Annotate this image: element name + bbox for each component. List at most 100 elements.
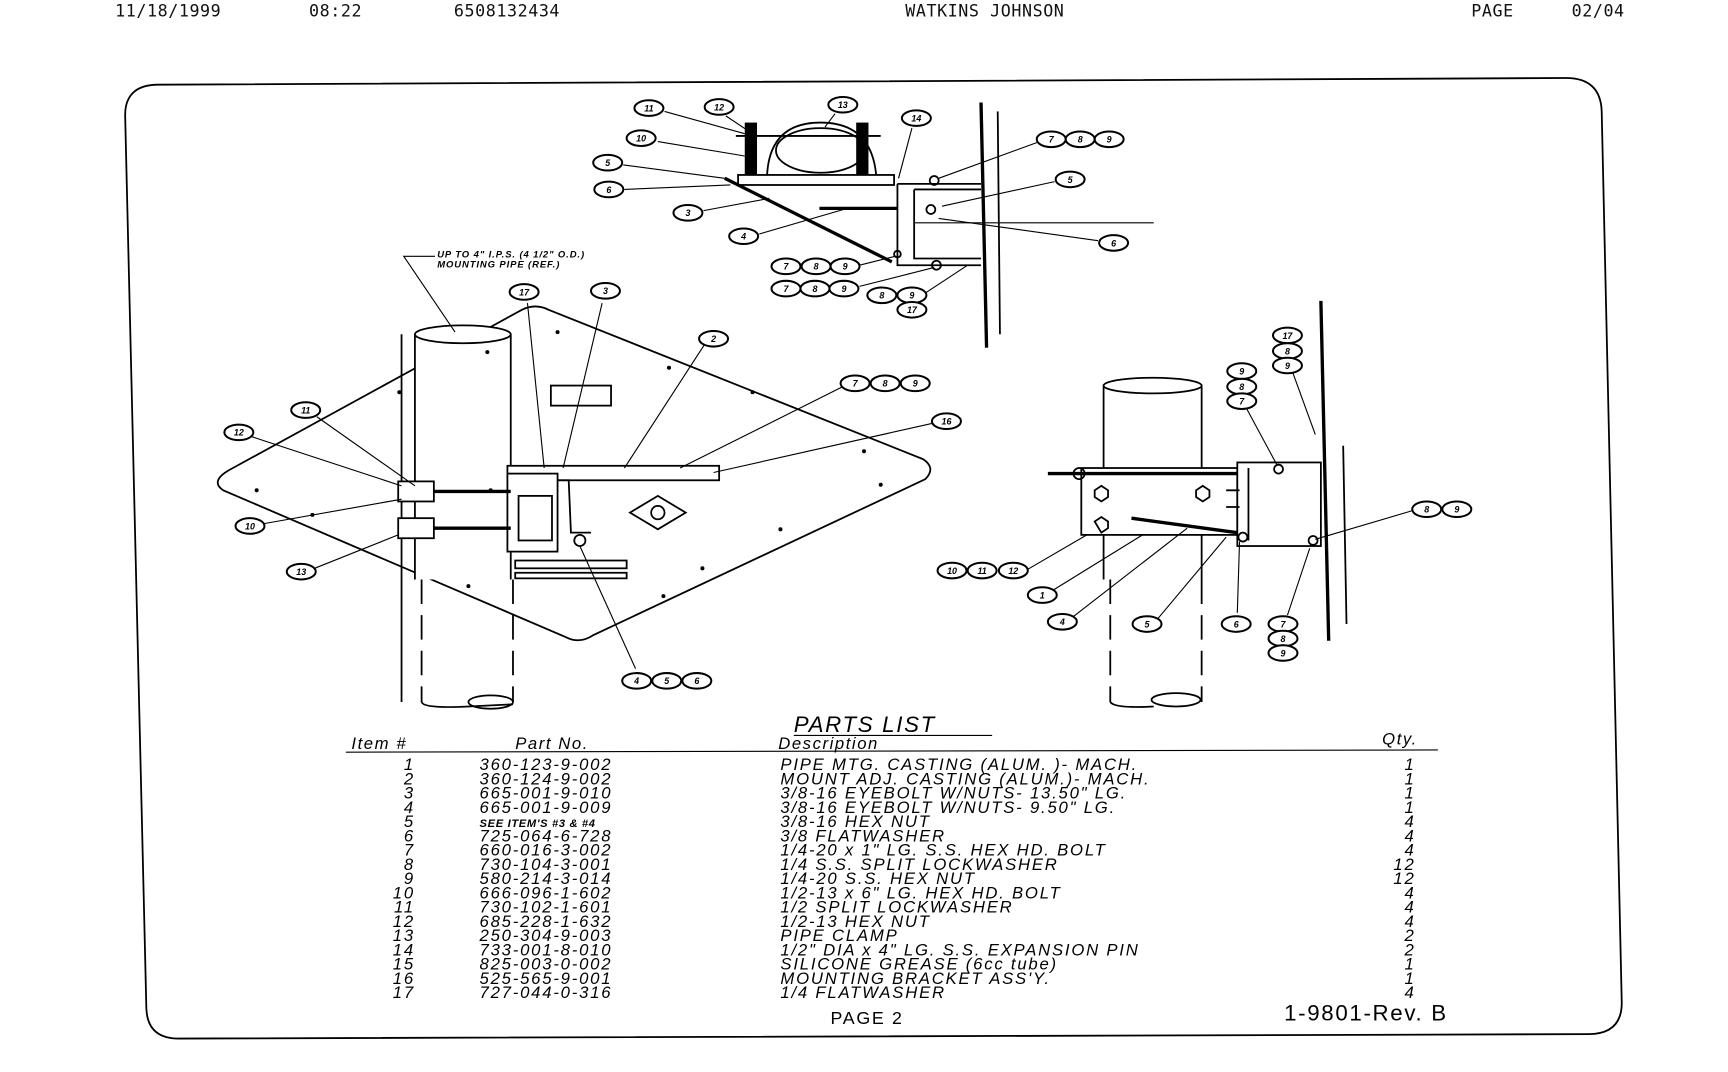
callout-balloon: 7 [1035,130,1067,149]
parts-part-no: 360-124-9-002 [480,769,613,788]
callout-number: 4 [633,676,639,686]
callout-balloon: 10 [936,561,968,580]
callout-balloon: 7 [1267,615,1299,633]
parts-list-title: PARTS LIST [794,712,936,737]
callout-balloon: 7 [770,279,802,298]
parts-item: 6 [404,826,415,845]
callout-balloon: 6 [593,180,625,199]
parts-description: 1/2 SPLIT LOCKWASHER [780,898,1013,917]
callout-number: 5 [664,676,670,686]
top-view-drawing [623,102,1154,348]
callout-number: 6 [1111,238,1116,248]
callout-balloon: 4 [1046,613,1078,631]
callout-number: 9 [843,262,848,272]
callout-balloon: 6 [1098,234,1130,252]
parts-description: PIPE CLAMP [780,926,898,945]
parts-description: 3/8 FLATWASHER [780,826,945,845]
drawing-number: 1-9801-Rev. B [1284,1001,1448,1026]
callout-number: 10 [636,134,646,144]
callout-number: 4 [1059,617,1065,627]
callout-balloon: 12 [223,423,255,442]
callout-balloon: 8 [799,279,831,298]
parts-part-no: SEE ITEM'S #3 & #4 [480,818,596,830]
parts-item: 17 [393,983,415,1002]
parts-description: MOUNT ADJ. CASTING (ALUM.)- MACH. [780,769,1150,788]
parts-description: 3/8-16 EYEBOLT W/NUTS- 9.50" LG. [780,798,1116,817]
parts-description: 1/2-13 x 6" LG. HEX HD. BOLT [780,883,1061,902]
pipe-note-line2: MOUNTING PIPE (REF.) [437,259,560,270]
callout-number: 16 [942,417,952,427]
parts-item: 12 [393,912,415,931]
callout-balloon: 13 [827,95,859,114]
callout-balloon: 11 [966,561,998,580]
callout-number: 8 [1078,135,1083,145]
callout-number: 17 [519,287,530,297]
callout-number: 6 [606,185,611,195]
parts-part-no: 730-104-3-001 [480,855,613,874]
callout-number: 13 [296,567,306,577]
parts-item: 9 [404,869,415,888]
callout-balloon: 10 [234,517,266,535]
header-description: Description [778,734,879,753]
callout-number: 9 [1281,648,1286,658]
callout-number: 8 [1281,634,1286,644]
pipe-note-line1: UP TO 4" I.P.S. (4 1/2" O.D.) [437,249,585,260]
callout-number: 3 [603,286,608,296]
callout-number: 14 [911,113,921,123]
callout-balloon: 9 [829,257,861,276]
parts-item: 8 [404,855,415,874]
parts-row: 4 665-001-9-009 3/8-16 EYEBOLT W/NUTS- 9.5… [404,798,1416,817]
parts-description: PIPE MTG. CASTING (ALUM. )- MACH. [780,755,1138,774]
parts-part-no: 525-565-9-001 [480,969,613,988]
callout-number: 9 [1454,505,1459,515]
drawing-border [124,77,1623,1040]
callout-balloon: 12 [703,98,735,116]
callout-number: 6 [1234,619,1239,629]
parts-row: 6 725-064-6-728 3/8 FLATWASHER 4 [404,826,1416,845]
callout-number: 6 [694,676,699,686]
callout-balloon: 12 [997,561,1029,580]
parts-qty: 4 [1405,883,1416,902]
callout-balloon: 8 [869,374,901,393]
callout-number: 7 [1049,135,1055,145]
callout-number: 2 [710,334,716,344]
callout-balloon: 9 [896,286,928,305]
parts-part-no: 665-001-9-009 [480,798,613,817]
header-item: Item # [351,734,407,753]
parts-part-no: 685-228-1-632 [480,912,613,931]
fax-page-number: 02/04 [1572,1,1625,21]
callout-number: 8 [883,379,888,389]
callout-number: 9 [1107,135,1112,145]
callout-number: 5 [1145,619,1151,629]
parts-part-no: 360-123-9-002 [480,755,613,774]
callout-balloon: 5 [651,672,683,690]
parts-item: 16 [393,969,415,988]
parts-part-no: 725-064-6-728 [480,826,613,845]
parts-qty: 4 [1405,826,1416,845]
parts-qty: 1 [1405,769,1416,788]
footer-page: PAGE 2 [831,1008,904,1028]
parts-qty: 2 [1404,940,1416,959]
parts-list: PARTS LIST Item # Part No. Description Q… [345,712,1438,1002]
callout-balloon: 8 [1411,500,1443,519]
parts-part-no: 666-096-1-602 [480,883,613,902]
callout-balloon: 8 [1226,377,1258,396]
parts-item: 11 [394,898,415,917]
callout-balloon: 4 [621,672,653,690]
callout-balloon: 11 [633,99,665,117]
parts-item: 5 [404,812,415,831]
callout-number: 8 [814,262,819,272]
callout-number: 17 [1282,331,1293,341]
callout-balloon: 9 [1441,500,1473,519]
parts-part-no: 730-102-1-601 [480,898,613,917]
parts-qty: 1 [1405,798,1416,817]
parts-item: 4 [404,798,415,817]
callout-number: 5 [605,158,611,168]
callout-number: 7 [1239,397,1245,407]
parts-qty: 4 [1405,898,1416,917]
